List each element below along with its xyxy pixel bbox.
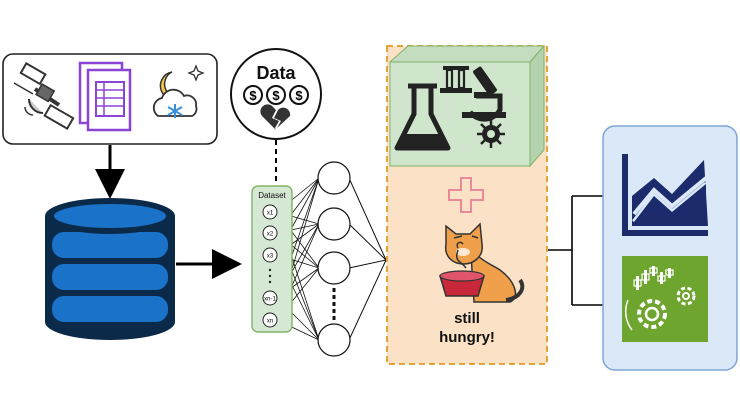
ellipsis-dot bbox=[268, 268, 272, 272]
satellite-icon bbox=[13, 62, 75, 130]
hidden-neuron bbox=[317, 207, 351, 241]
dataset-node-label: xn-1 bbox=[264, 297, 276, 303]
cat-caption-line1: still bbox=[454, 310, 480, 327]
plus-icon bbox=[448, 177, 484, 213]
output-panel bbox=[602, 125, 738, 371]
dataset-title: Dataset bbox=[258, 191, 286, 200]
gear-analytics-icon bbox=[622, 256, 708, 342]
coin-symbol: $ bbox=[295, 88, 303, 103]
dataset-node-label: x2 bbox=[267, 232, 274, 238]
data-bubble: Data $ $ $ bbox=[230, 48, 322, 140]
dataset-node: x3 bbox=[262, 247, 278, 263]
broken-heart-icon bbox=[260, 104, 291, 130]
coin-symbol: $ bbox=[249, 88, 257, 103]
dataset-box: Dataset x1 x2 x3 xn-1 xn bbox=[251, 185, 293, 333]
neural-network bbox=[276, 161, 387, 357]
dataset-node-label: x3 bbox=[267, 254, 274, 260]
dataset-node-label: xn bbox=[267, 319, 273, 325]
dataset-node: xn-1 bbox=[262, 290, 278, 306]
virus-icon bbox=[477, 120, 505, 148]
dataset-node: x1 bbox=[262, 204, 278, 220]
coin-symbol: $ bbox=[272, 88, 280, 103]
document-icon bbox=[78, 61, 132, 132]
dataset-node: x2 bbox=[262, 225, 278, 241]
dataset-node-label: x1 bbox=[267, 211, 274, 217]
line-chart-icon bbox=[622, 154, 708, 236]
ellipsis-dot bbox=[268, 274, 272, 278]
weather-icon bbox=[152, 64, 205, 118]
flask-icon bbox=[394, 83, 451, 151]
database-icon bbox=[45, 198, 175, 340]
ellipsis-dot bbox=[268, 280, 272, 284]
coin-icons: $ $ $ bbox=[243, 85, 309, 105]
hidden-neuron bbox=[317, 161, 351, 195]
hidden-neuron bbox=[317, 251, 351, 285]
dataset-node: xn bbox=[262, 312, 278, 328]
data-bubble-title: Data bbox=[256, 63, 296, 83]
cat-icon bbox=[438, 222, 525, 303]
center-panel: still hungry! bbox=[386, 44, 548, 365]
lab-box bbox=[388, 44, 546, 168]
data-sources-box bbox=[2, 53, 218, 145]
microscope-icon bbox=[462, 66, 506, 122]
hidden-neuron bbox=[317, 323, 351, 357]
cat-caption-line2: hungry! bbox=[439, 329, 495, 346]
test-tubes-icon bbox=[440, 66, 472, 93]
